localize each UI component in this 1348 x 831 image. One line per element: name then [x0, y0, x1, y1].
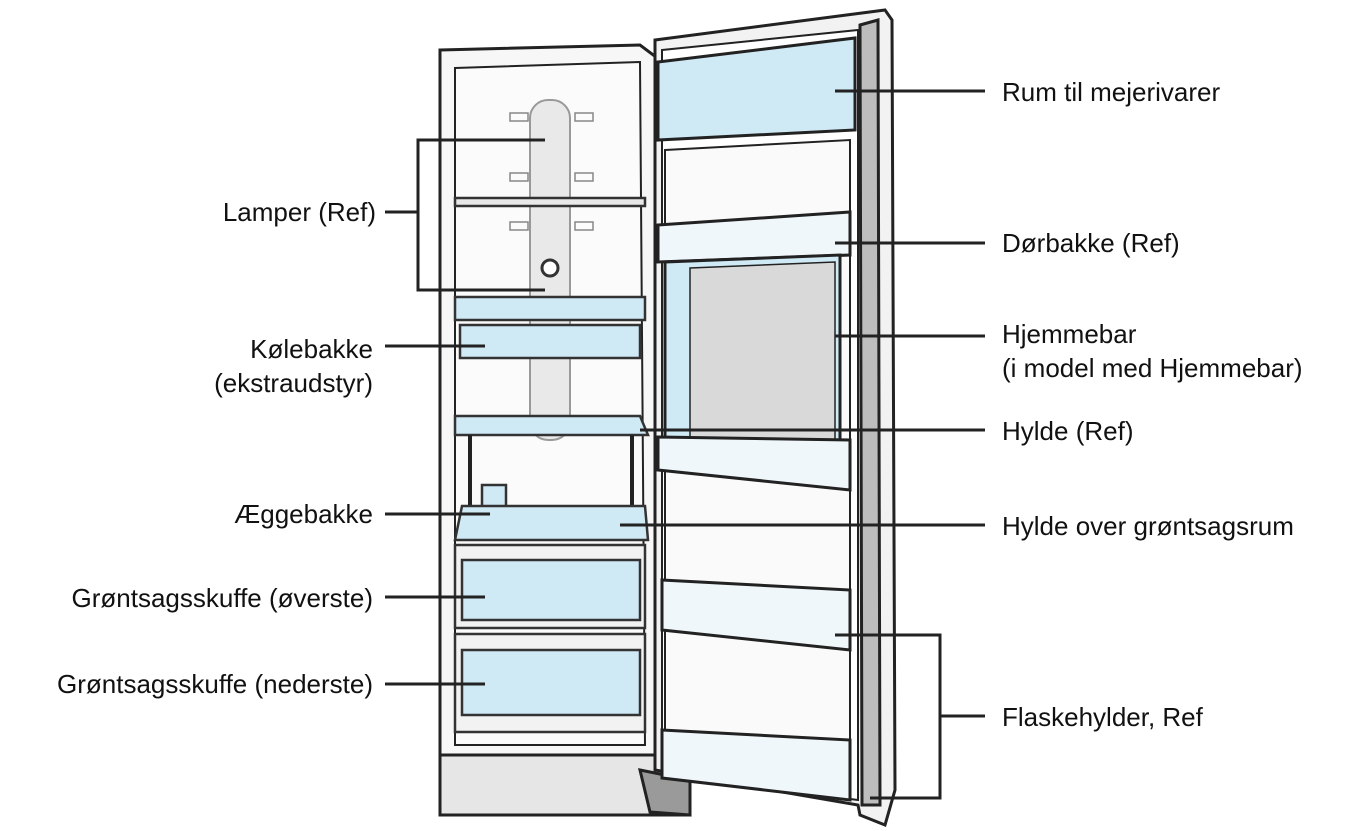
- label-mejeri: Rum til mejerivarer: [1002, 77, 1221, 107]
- door: [653, 8, 897, 828]
- label-hylde-gront: Hylde over grøntsagsrum: [1002, 511, 1294, 541]
- label-gront-nederste: Grøntsagsskuffe (nederste): [57, 669, 373, 699]
- label-hjemmebar-note: (i model med Hjemmebar): [1002, 353, 1303, 383]
- leader-lines: [385, 89, 985, 800]
- label-kolebakke: Kølebakke: [250, 334, 373, 364]
- label-dorbakke: Dørbakke (Ref): [1002, 228, 1180, 258]
- label-hylde: Hylde (Ref): [1002, 416, 1134, 446]
- label-kolebakke-note: (ekstraudstyr): [214, 368, 373, 398]
- label-hjemmebar: Hjemmebar: [1002, 319, 1137, 349]
- label-gront-overste: Grøntsagsskuffe (øverste): [71, 583, 374, 613]
- label-aeggebakke: Æggebakke: [234, 499, 373, 529]
- shelves: [453, 196, 650, 734]
- label-lamper: Lamper (Ref): [222, 197, 376, 227]
- label-flaske: Flaskehylder, Ref: [1002, 702, 1203, 732]
